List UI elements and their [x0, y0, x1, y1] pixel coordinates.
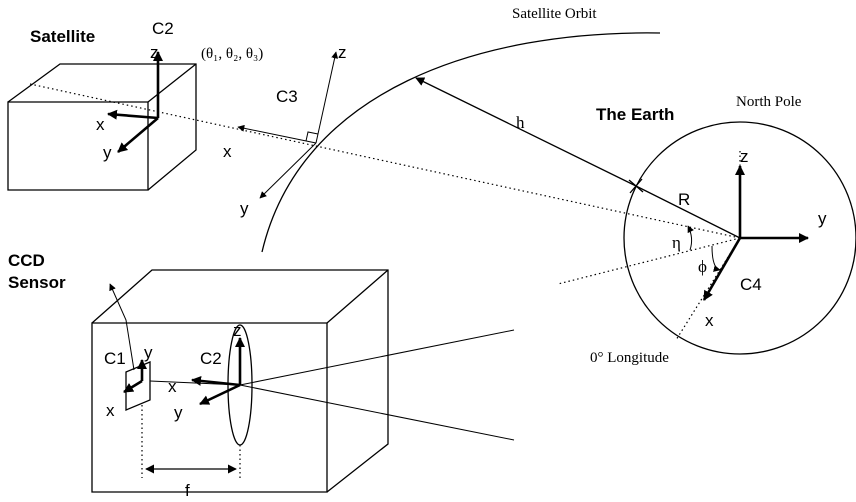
ccd-pointer	[109, 283, 135, 371]
c3-y-label: y	[240, 199, 249, 218]
earth-y-label: y	[818, 209, 827, 228]
earth-title: The Earth	[596, 105, 674, 124]
camera-frame-label: C2	[200, 349, 222, 368]
euler-angles-label: (θ₁, θ₂, θ₃)	[201, 46, 263, 62]
equator-line	[557, 237, 741, 285]
eta-arc	[687, 225, 694, 251]
phi-label: ϕ	[698, 257, 707, 276]
earth-frame-label: C4	[740, 275, 762, 294]
earth-axes	[702, 165, 809, 301]
phi-arc	[711, 245, 721, 272]
satellite-frame-label: C2	[152, 19, 174, 38]
satellite-z-label: z	[150, 43, 159, 62]
ccd-title-line2: Sensor	[8, 273, 66, 292]
earth-circle	[623, 121, 856, 355]
camera-x-label: x	[168, 377, 177, 396]
c3-frame-label: C3	[276, 87, 298, 106]
ray-upper	[239, 329, 515, 386]
meridian-line	[675, 237, 741, 341]
earth-x-label: x	[705, 311, 714, 330]
satellite-axes	[107, 51, 163, 153]
satellite-x-label: x	[96, 115, 105, 134]
eta-label: η	[672, 233, 681, 252]
ccd-title-line1: CCD	[8, 251, 45, 270]
ccd-sensor	[125, 361, 151, 411]
camera-y-label: y	[174, 403, 183, 422]
radius-line	[635, 185, 741, 239]
ccd-y-label: y	[144, 343, 153, 362]
orbit-label: Satellite Orbit	[512, 6, 597, 22]
ccd-axes	[123, 359, 147, 394]
altitude-arrow	[415, 77, 637, 187]
radius-tick-2	[629, 178, 643, 194]
north-pole-label: North Pole	[736, 94, 802, 110]
camera-z-label: z	[233, 321, 242, 340]
c3-z-label: z	[338, 43, 347, 62]
radius-label: R	[678, 190, 690, 209]
satellite-y-label: y	[103, 143, 112, 162]
ccd-frame-label: C1	[104, 349, 126, 368]
c3-x-label: x	[223, 142, 232, 161]
altitude-label: h	[516, 113, 525, 132]
c3-axes	[237, 51, 339, 199]
longitude-label: 0° Longitude	[590, 350, 669, 366]
satellite-orbit	[261, 32, 661, 253]
focal-length-label: f	[185, 481, 190, 500]
camera-box	[91, 269, 389, 493]
camera-axes	[191, 337, 245, 406]
ray-lower	[239, 384, 515, 441]
ccd-x-label: x	[106, 401, 115, 420]
satellite-box	[7, 63, 197, 191]
satellite-title: Satellite	[30, 27, 95, 46]
earth-z-label: z	[740, 147, 749, 166]
